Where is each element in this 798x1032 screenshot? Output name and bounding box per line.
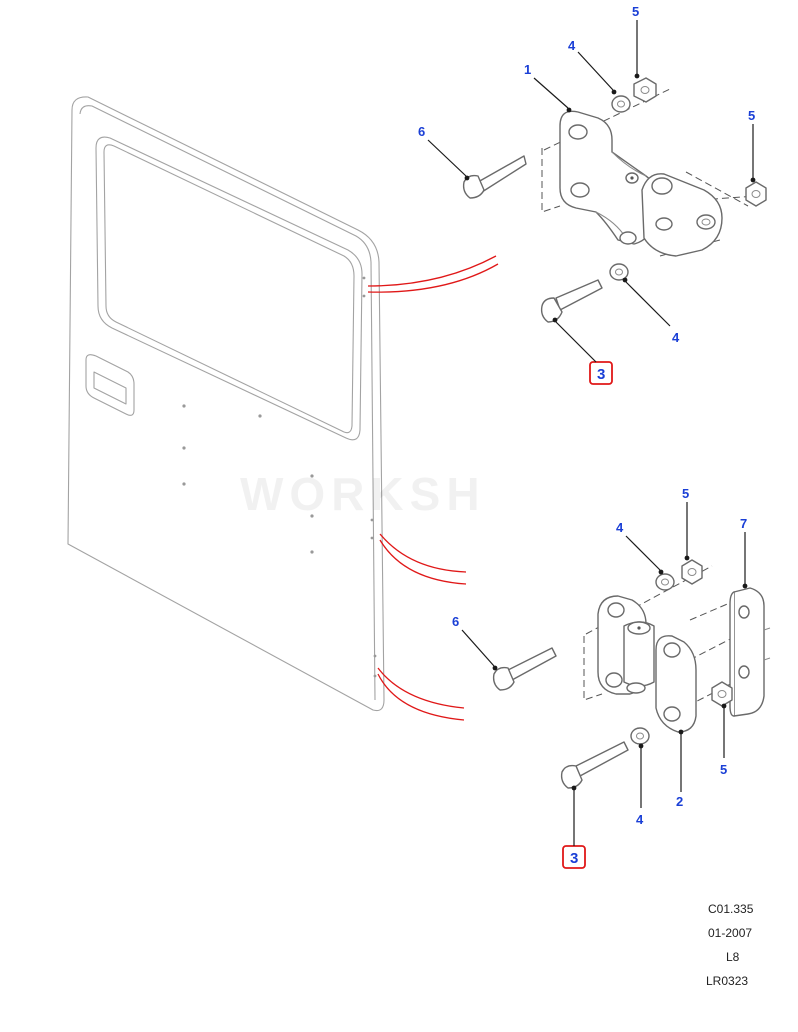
callout-5-top: 5 <box>632 4 639 19</box>
callout-4-lower-bottom: 4 <box>636 812 644 827</box>
callout-4-lower-top: 4 <box>616 520 624 535</box>
callout-7: 7 <box>740 516 747 531</box>
callout-3-top-highlight <box>589 361 613 385</box>
callout-4-upper-lower: 4 <box>672 330 680 345</box>
callout-5-lower-top: 5 <box>682 486 689 501</box>
hinge-location-pointers <box>367 255 499 721</box>
watermark-text: WORKSH <box>240 468 486 520</box>
callout-6-top: 6 <box>418 124 425 139</box>
ref-level: L8 <box>726 950 740 964</box>
callout-5-lower-right: 5 <box>720 762 727 777</box>
callout-4-top: 4 <box>568 38 576 53</box>
lower-callouts: 5 4 7 6 5 2 4 3 <box>452 486 748 869</box>
ref-illustration-id: LR0323 <box>706 974 748 988</box>
callout-3-top: 3 <box>597 366 605 383</box>
callout-1: 1 <box>524 62 531 77</box>
upper-hinge-assembly <box>462 77 767 323</box>
reference-block: C01.335 01-2007 L8 LR0323 <box>706 902 754 988</box>
lower-hinge-assembly <box>492 559 771 789</box>
ref-code: C01.335 <box>708 902 754 916</box>
callout-5-right: 5 <box>748 108 755 123</box>
callout-2: 2 <box>676 794 683 809</box>
callout-3-bottom: 3 <box>570 850 578 867</box>
ref-date: 01-2007 <box>708 926 752 940</box>
rear-door-panel <box>67 96 385 712</box>
callout-6-lower: 6 <box>452 614 459 629</box>
upper-callouts: 5 4 1 6 5 4 3 <box>418 4 756 385</box>
